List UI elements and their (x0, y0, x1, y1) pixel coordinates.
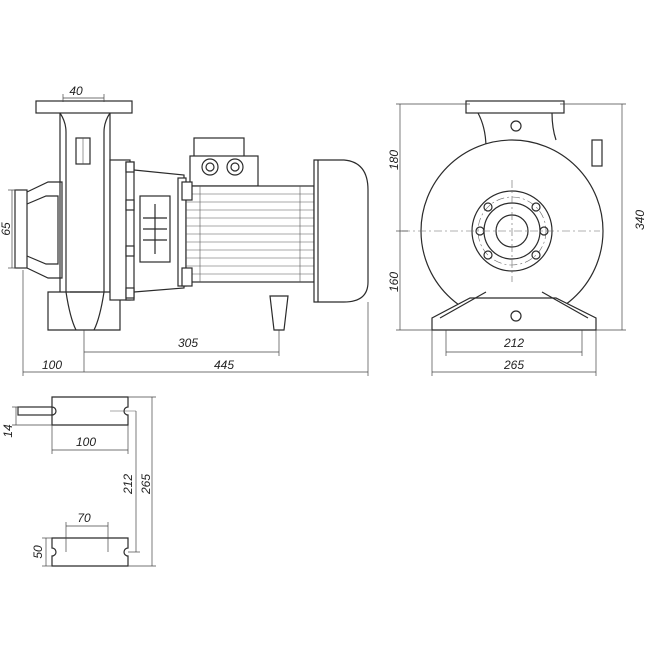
bracket-bolt-2 (125, 199, 135, 211)
foot-bolt-tab (17, 406, 53, 416)
front-discharge-flange (465, 100, 565, 114)
cable-gland-right (226, 158, 244, 176)
dim-foot-small-width: 70 (77, 511, 91, 525)
casing-foot-ribs (65, 291, 105, 331)
terminal-box-cover (193, 137, 245, 159)
casing-inner (59, 112, 111, 292)
suction-nozzle (26, 181, 63, 279)
dim-side-motor-length: 305 (178, 336, 198, 350)
cable-gland-left-inner (205, 162, 215, 172)
flange-hole-2 (531, 202, 541, 212)
terminal-box (189, 155, 259, 187)
fan-cover (313, 159, 369, 303)
bracket-bolt-3 (125, 245, 135, 257)
dim-front-total-height: 340 (633, 210, 647, 230)
dim-front-base-width: 212 (503, 336, 524, 350)
flange-hole-1 (483, 202, 493, 212)
flange-hole-3 (483, 250, 493, 260)
dim-side-total-length: 445 (214, 358, 234, 372)
dim-foot-hole-spacing-inner: 212 (121, 474, 135, 495)
motor-fins (186, 186, 314, 282)
front-dimensions (396, 103, 626, 376)
casing-foot (47, 291, 121, 331)
foot-details: 14 100 212 265 70 50 (1, 396, 156, 567)
front-base-ribs (439, 291, 589, 319)
side-dimensions (8, 94, 369, 376)
foot-dimensions (12, 396, 156, 567)
dim-foot-small-height: 50 (31, 545, 45, 559)
bracket-bolt-1 (125, 161, 135, 173)
dim-foot-thickness: 14 (1, 424, 15, 438)
dim-side-suction-height: 65 (0, 222, 13, 236)
front-vent-plug (510, 120, 522, 132)
discharge-flange (35, 100, 133, 114)
dim-foot-large-width: 100 (76, 435, 96, 449)
front-view: 180 160 340 212 265 (387, 100, 647, 376)
motor-lug-top (181, 181, 193, 201)
foot-plate-small (51, 537, 129, 567)
bracket-bolt-4 (125, 287, 135, 299)
dim-front-top-height: 180 (387, 150, 401, 170)
suction-nozzle-inner (26, 195, 59, 265)
dim-side-suction-offset: 100 (42, 358, 62, 372)
bracket-flange (125, 161, 135, 301)
dim-side-inlet-width: 40 (69, 84, 83, 98)
flange-hole-4 (531, 250, 541, 260)
front-drain-plug (510, 310, 522, 322)
dim-front-total-width: 265 (503, 358, 524, 372)
front-side-bolt (591, 139, 603, 167)
motor-foot (269, 295, 289, 331)
cable-gland-left (201, 158, 219, 176)
motor-lug-bottom (181, 267, 193, 287)
dim-foot-hole-spacing-outer: 265 (139, 474, 153, 495)
suction-flange (14, 189, 28, 269)
side-view: 40 65 305 100 445 (0, 84, 369, 376)
dim-front-bottom-height: 160 (387, 272, 401, 292)
cable-gland-right-inner (230, 162, 240, 172)
